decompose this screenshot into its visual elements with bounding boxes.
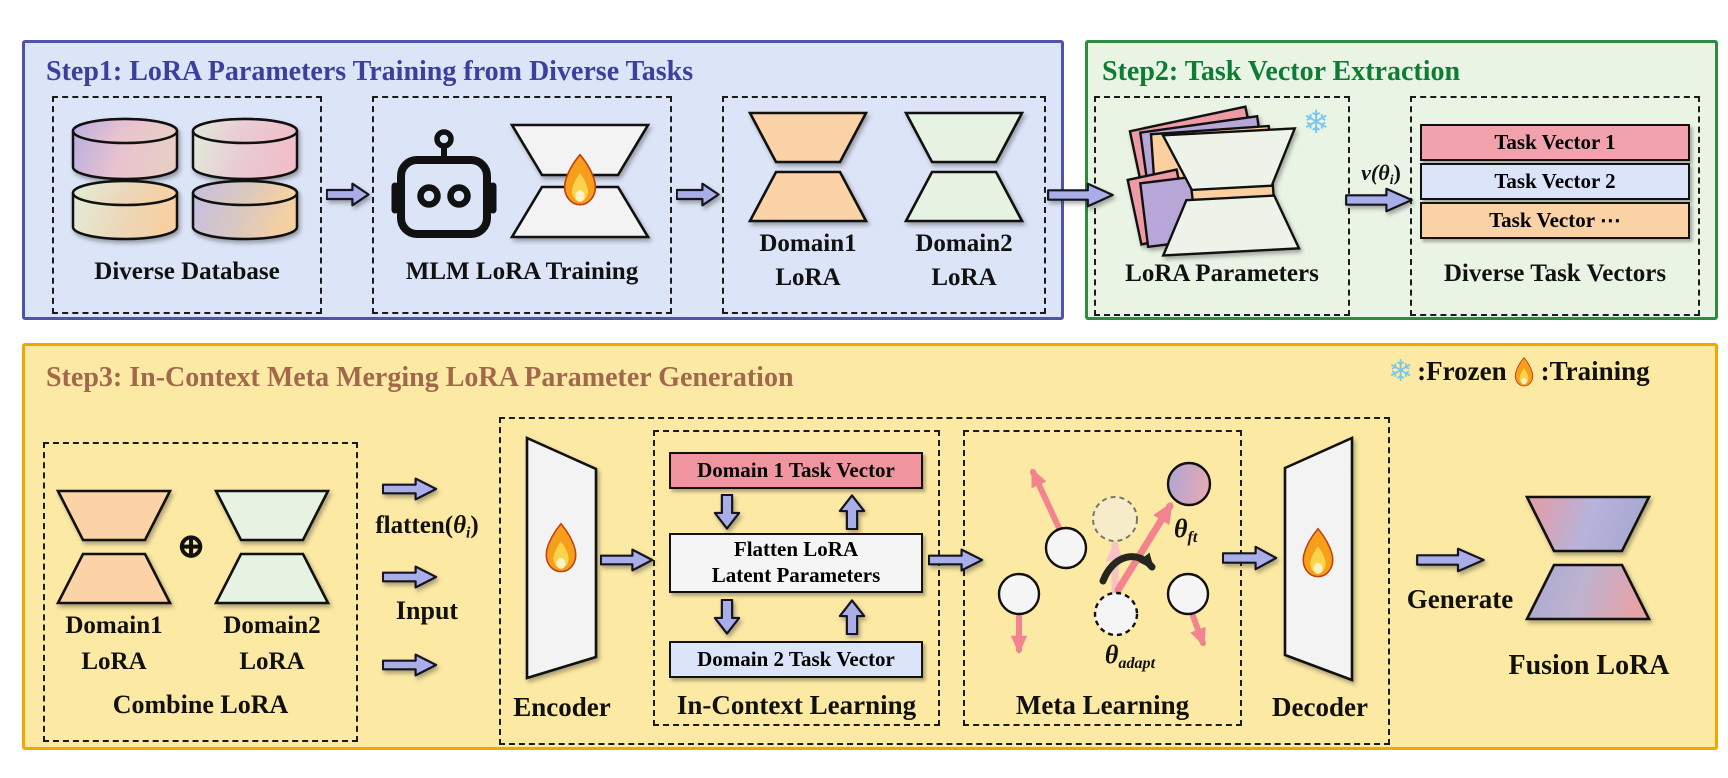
combine-lora-label: Combine LoRA bbox=[112, 690, 289, 719]
decoder-label: Decoder bbox=[1272, 692, 1368, 722]
in-context-learning-box bbox=[653, 430, 940, 726]
task-vector-1-bar: Task Vector 1 bbox=[1420, 124, 1690, 161]
generator-outer-box bbox=[499, 417, 1390, 745]
meta-learning-label: Meta Learning bbox=[1015, 690, 1190, 720]
meta-learning-box bbox=[963, 430, 1242, 726]
flame-icon bbox=[1511, 355, 1537, 389]
theta-ft-label: θft bbox=[1174, 514, 1198, 546]
combine-domain2-label: Domain2 bbox=[223, 612, 321, 639]
snowflake-icon: ❄ bbox=[1388, 354, 1414, 389]
domain1-lora-label: LoRA bbox=[775, 264, 841, 291]
domain1-lora-label: Domain1 bbox=[759, 230, 857, 257]
combine-domain1-label: LoRA bbox=[81, 648, 147, 675]
v-theta-label: v(θi) bbox=[1361, 160, 1401, 188]
combine-domain2-label: LoRA bbox=[239, 648, 305, 675]
legend: ❄ :Frozen :Training bbox=[1388, 354, 1650, 389]
flatten-theta-label: flatten(θi) bbox=[375, 512, 479, 542]
diverse-task-vectors-label: Diverse Task Vectors bbox=[1443, 260, 1667, 287]
diverse-database-label: Diverse Database bbox=[94, 258, 280, 285]
legend-training-label: :Training bbox=[1540, 356, 1650, 386]
snowflake-icon: ❄ bbox=[1302, 103, 1330, 141]
combine-lora-box bbox=[43, 442, 358, 742]
fusion-lora-label: Fusion LoRA bbox=[1508, 650, 1670, 681]
flatten-lora-latent-box: Flatten LoRA Latent Parameters bbox=[669, 533, 923, 593]
theta-adapt-label: θadapt bbox=[1104, 640, 1156, 672]
encoder-label: Encoder bbox=[513, 692, 611, 722]
task-vector-2-bar: Task Vector 2 bbox=[1420, 163, 1690, 200]
domain2-lora-label: LoRA bbox=[931, 264, 997, 291]
domain-lora-box bbox=[722, 96, 1046, 314]
lora-parameters-label: LoRA Parameters bbox=[1125, 260, 1319, 287]
combine-domain1-label: Domain1 bbox=[65, 612, 163, 639]
input-label: Input bbox=[395, 596, 459, 625]
domain1-task-vector-box: Domain 1 Task Vector bbox=[669, 452, 923, 489]
step2-title: Step2: Task Vector Extraction bbox=[1102, 56, 1461, 87]
domain2-lora-label: Domain2 bbox=[915, 230, 1013, 257]
in-context-learning-label: In-Context Learning bbox=[676, 690, 917, 720]
legend-frozen-label: :Frozen bbox=[1417, 356, 1507, 386]
task-vector-more-bar: Task Vector ⋯ bbox=[1420, 202, 1690, 239]
domain2-task-vector-box: Domain 2 Task Vector bbox=[669, 641, 923, 678]
mlm-training-box bbox=[372, 96, 672, 314]
plus-circle-icon: ⊕ bbox=[176, 526, 207, 566]
diverse-database-box bbox=[52, 96, 322, 314]
step3-title: Step3: In-Context Meta Merging LoRA Para… bbox=[46, 362, 794, 393]
step1-title: Step1: LoRA Parameters Training from Div… bbox=[46, 56, 694, 87]
generate-label: Generate bbox=[1406, 584, 1514, 614]
mlm-training-label: MLM LoRA Training bbox=[405, 258, 639, 285]
